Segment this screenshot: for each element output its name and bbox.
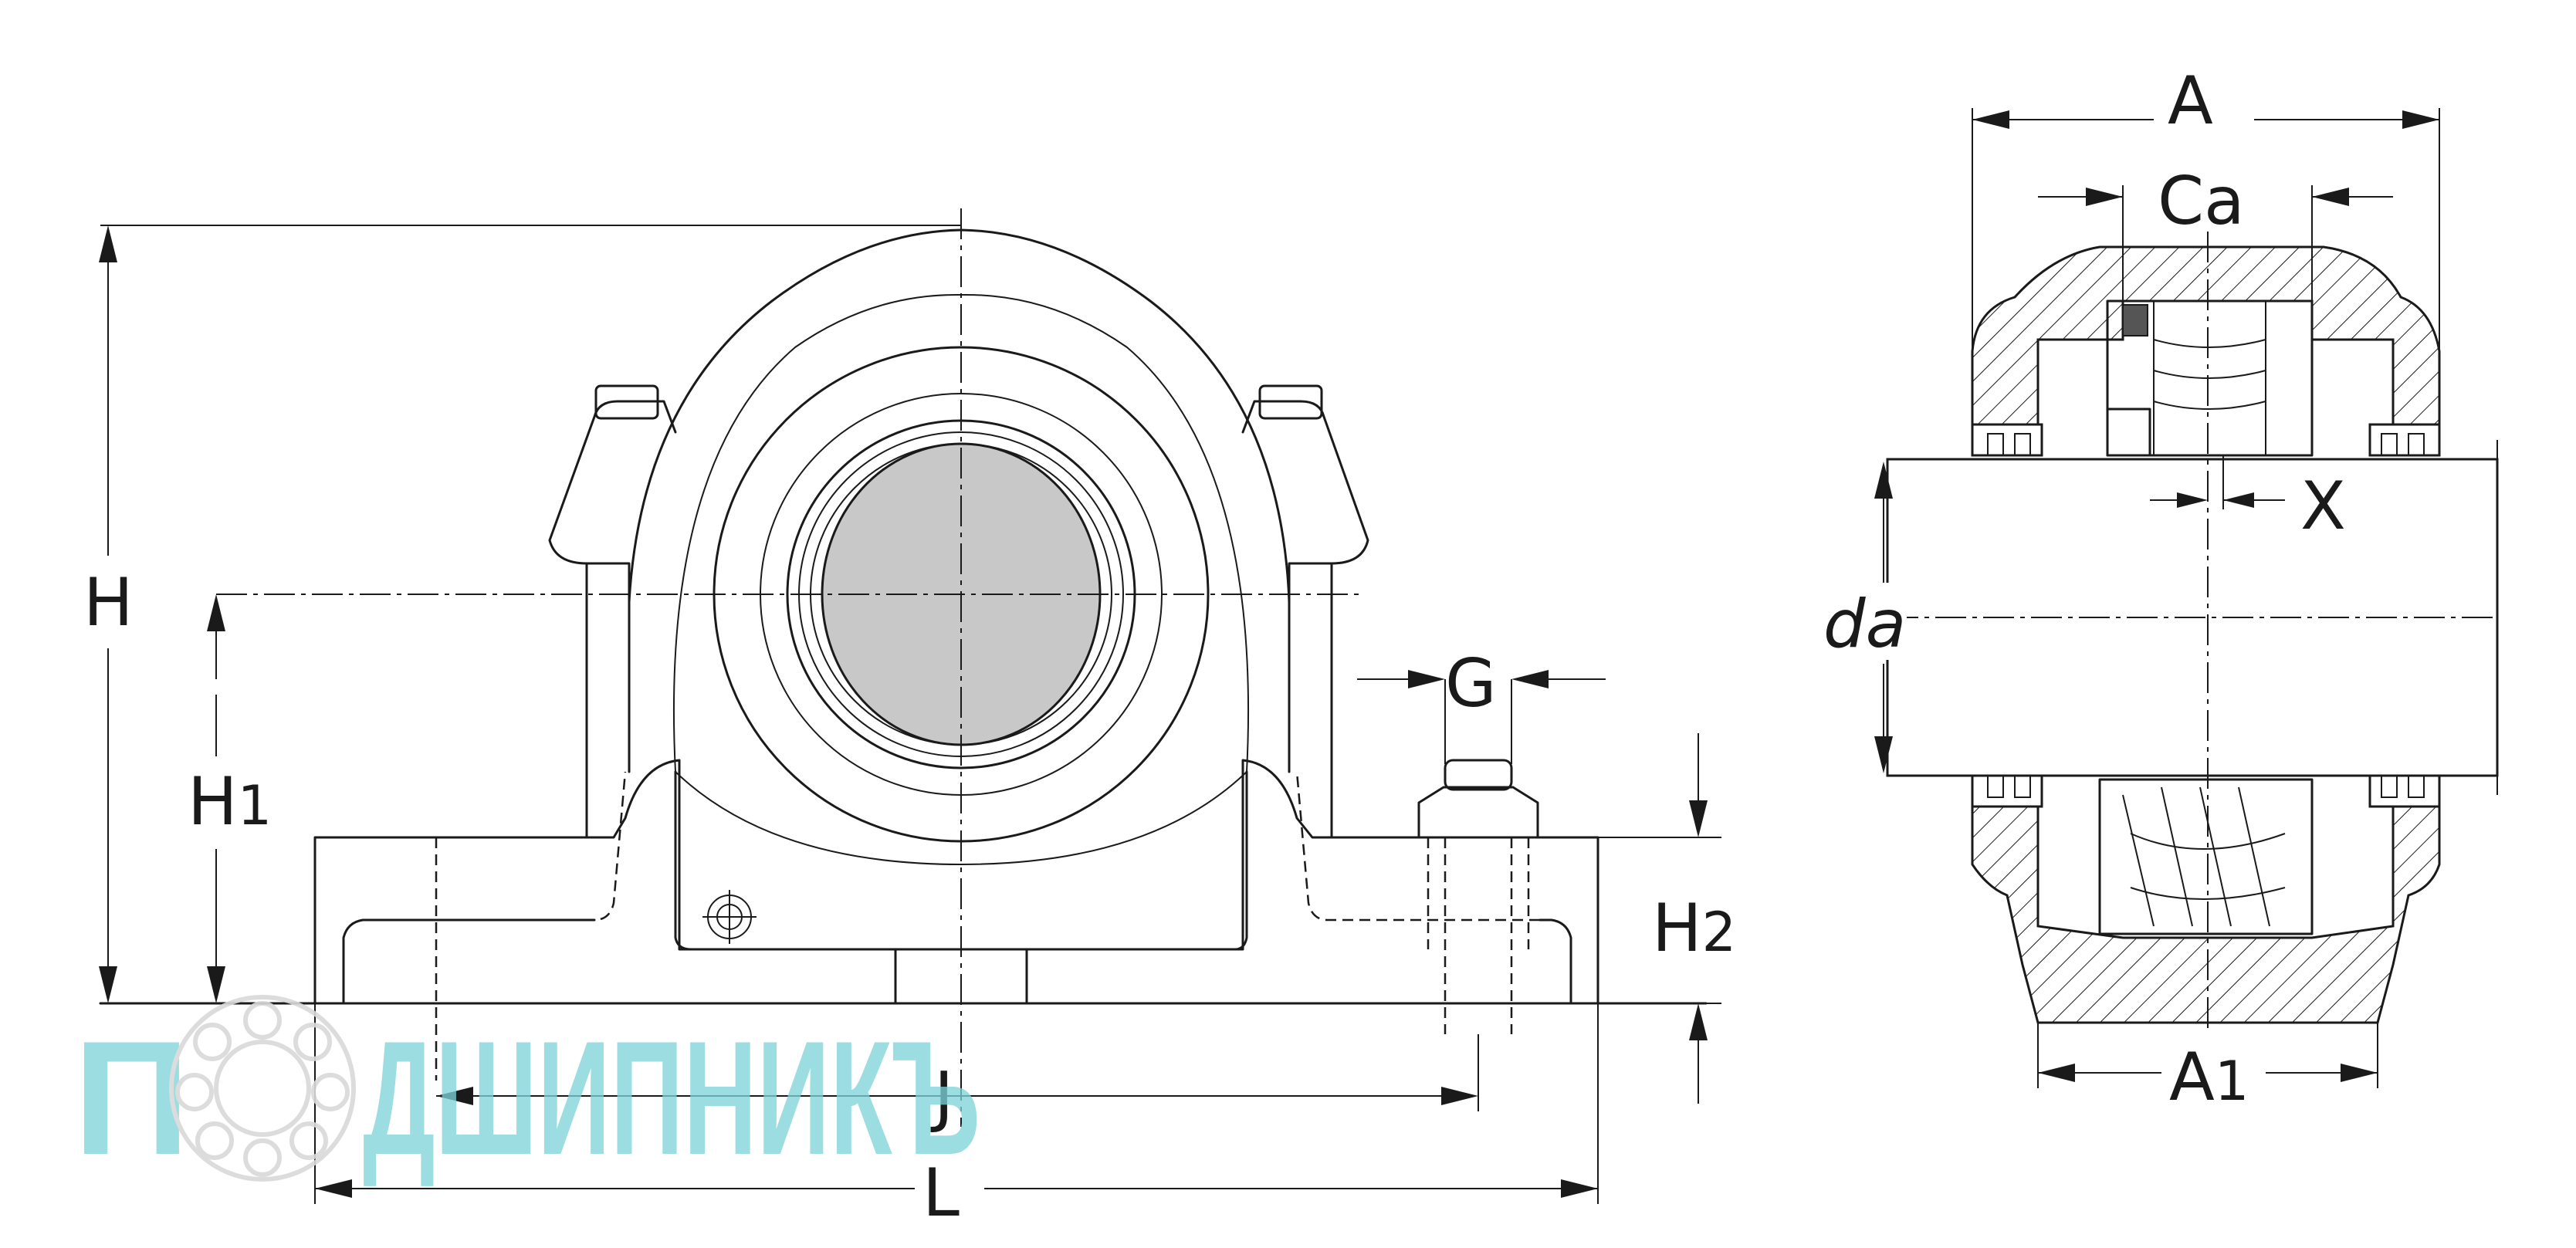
- housing-base-outline: [313, 759, 897, 1005]
- side-section-view: A Ca X da A1: [1822, 63, 2499, 1116]
- dim-g-label: G: [1445, 645, 1497, 722]
- dim-a-label: A: [2168, 63, 2213, 140]
- bearing-logo-icon: [169, 995, 356, 1182]
- dim-da-label: da: [1823, 586, 1906, 663]
- dim-x-label: X: [2300, 468, 2346, 545]
- front-view: H H1 H2 G J: [69, 208, 1736, 1235]
- dim-h1-label: H1: [188, 763, 272, 840]
- lower-housing-section: [1971, 778, 2441, 1024]
- dim-ca-label: Ca: [2158, 163, 2245, 240]
- dim-h2-label: H2: [1652, 890, 1736, 967]
- dim-a1-label: A1: [2169, 1039, 2249, 1116]
- dim-l-label: L: [922, 1155, 960, 1232]
- foot-bolt: [1417, 786, 1539, 839]
- watermark-text: ДШИПНИКЪ: [363, 1007, 980, 1189]
- dim-h-label: H: [83, 564, 134, 641]
- dim-j-label: J: [930, 1058, 953, 1135]
- watermark-logo: П ДШИПНИКЪ: [73, 995, 980, 1189]
